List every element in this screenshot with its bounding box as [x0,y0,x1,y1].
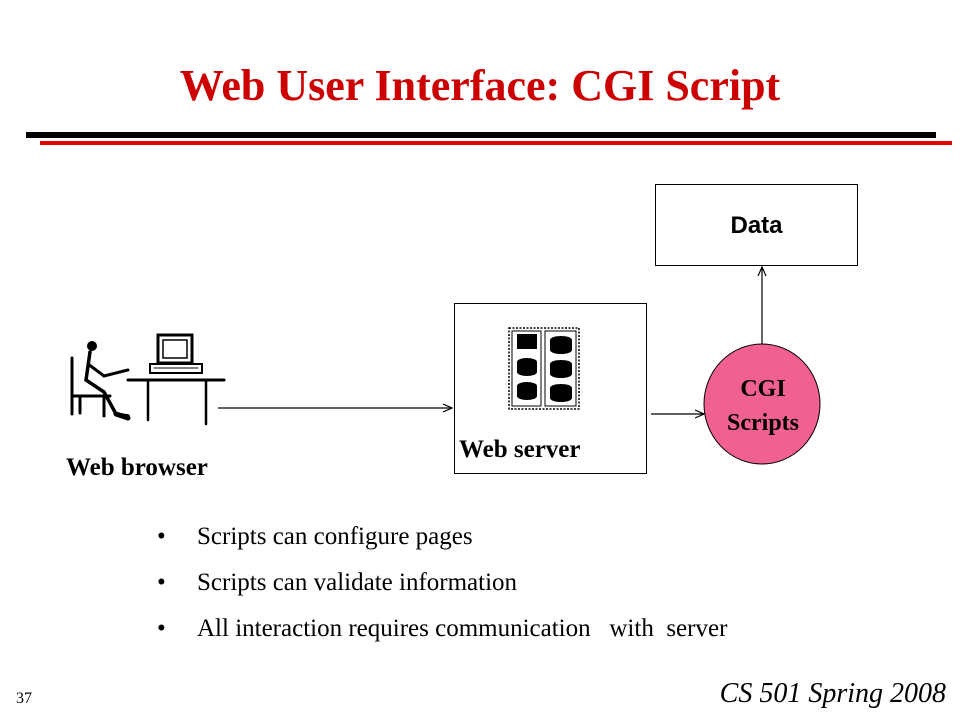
title-rule-red [40,141,952,145]
bullet-dot-icon: • [157,615,166,642]
bullet-item: • Scripts can validate information [157,560,727,606]
server-rack-icon [508,327,580,410]
data-box [655,184,858,266]
bullet-list: • Scripts can configure pages • Scripts ca… [157,514,727,652]
bullet-text: All interaction requires communication w… [197,615,728,642]
web-server-label: Web server [459,436,581,463]
bullet-text: Scripts can configure pages [197,523,473,550]
bullet-dot-icon: • [157,569,166,596]
person-at-computer-icon [70,333,226,426]
cgi-label-line2: Scripts [727,410,799,436]
slide-title: Web User Interface: CGI Script [179,61,781,110]
page-number: 37 [16,690,32,707]
cgi-scripts-circle [703,343,821,465]
bullet-text: Scripts can validate information [197,569,518,596]
bullet-dot-icon: • [157,523,166,550]
title-rule-black [26,132,936,138]
cgi-label-line1: CGI [740,376,786,402]
web-browser-label: Web browser [66,454,208,481]
course-footer: CS 501 Spring 2008 [719,678,946,709]
cgi-scripts-label: CGI Scripts [706,372,820,440]
bullet-item: • All interaction requires communication … [157,606,727,652]
bullet-item: • Scripts can configure pages [157,514,727,560]
data-label: Data [730,212,783,239]
